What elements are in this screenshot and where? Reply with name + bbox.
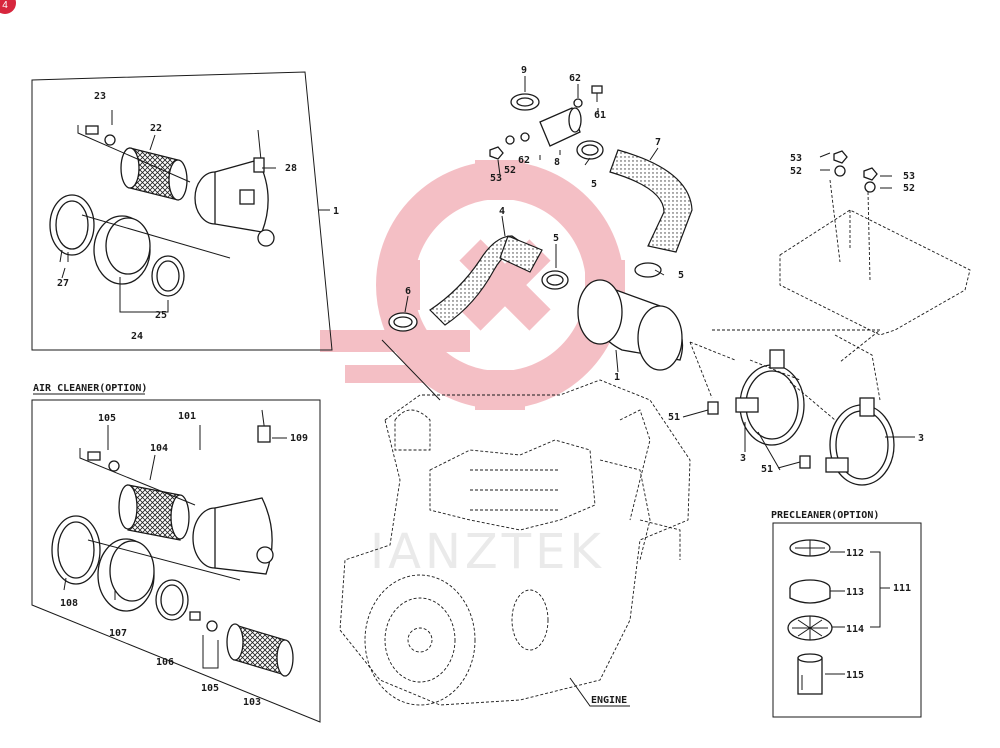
label-51-upper: 51 (668, 412, 680, 423)
filter-element-104 (118, 484, 190, 541)
label-114: 114 (846, 624, 864, 635)
label-104: 104 (150, 443, 168, 454)
label-22: 22 (150, 123, 162, 134)
callout-labels: 1 1 3 3 4 5 5 5 6 7 8 9 22 23 24 25 27 2… (57, 65, 924, 708)
label-52-right-a: 52 (790, 166, 802, 177)
label-52-right-b: 52 (903, 183, 915, 194)
bolt-51-upper (707, 401, 719, 415)
label-9: 9 (521, 65, 527, 76)
label-5-top: 5 (591, 179, 597, 190)
fan-114 (787, 615, 833, 641)
label-101: 101 (178, 411, 196, 422)
band-3-lower (825, 397, 895, 486)
label-52-center: 52 (504, 165, 516, 176)
washer-62-lower (520, 132, 530, 142)
label-62-lower: 62 (518, 155, 530, 166)
label-24: 24 (131, 331, 143, 342)
air-cleaner-option-caption: AIR CLEANER(OPTION) (33, 383, 147, 394)
mounting-plate (779, 179, 971, 336)
label-61: 61 (594, 110, 606, 121)
label-108: 108 (60, 598, 78, 609)
label-1-upper-left: 1 (333, 206, 339, 217)
label-23: 23 (94, 91, 106, 102)
wing-bolt-105-bottom (189, 611, 218, 632)
pipe-8 (539, 107, 582, 147)
label-28: 28 (285, 163, 297, 174)
air-cleaner-box (31, 71, 333, 351)
label-113: 113 (846, 587, 864, 598)
label-53-right-b: 53 (903, 171, 915, 182)
engine-caption: ENGINE (591, 695, 627, 706)
washer-52-right-a (834, 165, 846, 177)
nut-53-center (489, 146, 504, 160)
air-cleaner-housing-option (192, 497, 274, 575)
label-7: 7 (655, 137, 661, 148)
label-105-bottom: 105 (201, 683, 219, 694)
clamp-5-top (576, 140, 604, 160)
label-53-center: 53 (490, 173, 502, 184)
label-112: 112 (846, 548, 864, 559)
precleaner-option-caption: PRECLEANER(OPTION) (771, 510, 879, 521)
air-cleaner-assembly-1 (577, 279, 684, 371)
label-1-center: 1 (614, 372, 620, 383)
label-27: 27 (57, 278, 69, 289)
label-5-middle: 5 (553, 233, 559, 244)
clamp-5-right (634, 262, 662, 278)
label-115: 115 (846, 670, 864, 681)
tube-115 (797, 653, 823, 695)
label-111: 111 (893, 583, 911, 594)
air-cleaner-option-box: AIR CLEANER(OPTION) (31, 383, 321, 723)
safety-element-103 (226, 623, 294, 677)
label-8: 8 (554, 157, 560, 168)
page-number-badge: 4 (0, 0, 16, 14)
air-cleaner-housing (194, 159, 275, 247)
hose-7 (609, 149, 693, 253)
clamp-9 (510, 93, 540, 111)
nut-53-right-b (863, 167, 878, 181)
hose-4 (429, 235, 543, 326)
dust-cup-107 (97, 538, 155, 612)
wing-bolt-23 (85, 125, 116, 146)
label-109: 109 (290, 433, 308, 444)
engine-assembly (339, 379, 691, 706)
label-3-upper: 3 (740, 453, 746, 464)
clamp-band-27 (49, 194, 95, 263)
clamp-5-left (541, 270, 569, 290)
seal-ring-106 (155, 579, 189, 621)
clamp-6 (388, 312, 418, 332)
seal-ring-25 (151, 255, 185, 297)
dust-indicator-109 (257, 409, 271, 443)
wing-bolt-105-top (87, 451, 120, 472)
precleaner-option-box: PRECLEANER(OPTION) (771, 510, 922, 718)
label-62-top: 62 (569, 73, 581, 84)
dust-indicator-28 (253, 129, 265, 173)
clamp-band-108 (51, 515, 101, 591)
label-3-lower: 3 (918, 433, 924, 444)
label-106: 106 (156, 657, 174, 668)
bolt-61 (591, 85, 603, 102)
label-105-top: 105 (98, 413, 116, 424)
label-5-right: 5 (678, 270, 684, 281)
label-51-lower: 51 (761, 464, 773, 475)
label-25: 25 (155, 310, 167, 321)
nut-53-right-a (833, 150, 848, 164)
label-53-right-a: 53 (790, 153, 802, 164)
washer-62-top (573, 98, 583, 108)
label-6: 6 (405, 286, 411, 297)
label-4: 4 (499, 206, 505, 217)
label-107: 107 (109, 628, 127, 639)
bolt-51-lower (799, 455, 811, 469)
cover-113 (789, 579, 831, 604)
washer-52-center (505, 135, 515, 145)
washer-52-right-b (864, 181, 876, 193)
cap-112 (789, 539, 831, 557)
band-3-upper (735, 349, 805, 446)
label-103: 103 (243, 697, 261, 708)
watermark-text: IANZTEK (370, 524, 605, 580)
